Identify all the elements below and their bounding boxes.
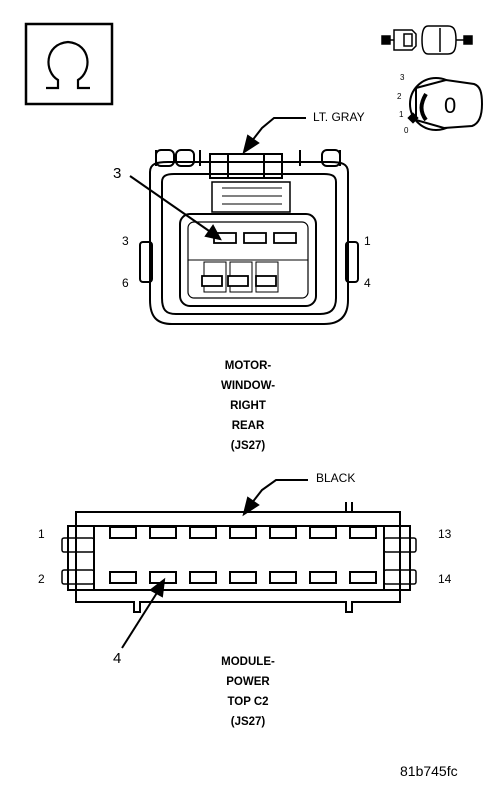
connector2-pin-label-top-right: 13 xyxy=(438,527,452,541)
connector1-color-label: LT. GRAY xyxy=(313,110,365,124)
key-position-2: 2 xyxy=(397,92,402,101)
connector2-title: MODULE- POWER TOP C2 (JS27) xyxy=(178,652,318,732)
key-position-1: 1 xyxy=(399,110,404,119)
connector1-pin-label-bottom-left: 6 xyxy=(122,276,129,290)
connector2-body xyxy=(61,502,417,613)
key-position-0: 0 xyxy=(404,126,409,135)
connector2-callout-number: 4 xyxy=(113,650,122,667)
connector1-body xyxy=(139,149,359,325)
connector1-callout-arrow xyxy=(129,117,306,241)
key-position-3: 3 xyxy=(400,73,405,82)
connector1-pin-label-top-right: 1 xyxy=(364,234,371,248)
connector1-title-line: RIGHT xyxy=(230,400,266,412)
connector2-color-label: BLACK xyxy=(316,471,356,485)
connector2-title-line: MODULE- xyxy=(221,656,275,668)
connector1-title-line: MOTOR- xyxy=(224,360,272,372)
ignition-key-icon xyxy=(407,77,484,131)
connector2-pin-label-top-left: 1 xyxy=(38,527,45,541)
connector2-pin-label-bottom-right: 14 xyxy=(438,572,452,586)
connector1-title-line: (JS27) xyxy=(230,440,266,452)
connector-plug-icon xyxy=(381,25,473,55)
connector2-title-line: (JS27) xyxy=(230,716,266,728)
connector2-title-line: TOP C2 xyxy=(227,696,269,708)
connector1-pin-label-top-left: 3 xyxy=(122,234,129,248)
connector2-pin-label-bottom-left: 2 xyxy=(38,572,45,586)
connector1-callout-number: 3 xyxy=(113,165,122,182)
figure-id: 81b745fc xyxy=(400,763,458,779)
key-label: 0 xyxy=(444,93,456,118)
ohm-symbol-icon xyxy=(24,22,114,106)
connector1-title-line: WINDOW- xyxy=(220,380,276,392)
connector2-callout-arrow xyxy=(121,479,308,649)
connector1-title-line: REAR xyxy=(231,420,265,432)
connector2-cavities xyxy=(109,526,377,584)
connector1-pin-label-bottom-right: 4 xyxy=(364,276,371,290)
connector1-title: MOTOR- WINDOW- RIGHT REAR (JS27) xyxy=(178,356,318,456)
connector1-cavities xyxy=(201,232,297,287)
connector2-title-line: POWER xyxy=(226,676,270,688)
